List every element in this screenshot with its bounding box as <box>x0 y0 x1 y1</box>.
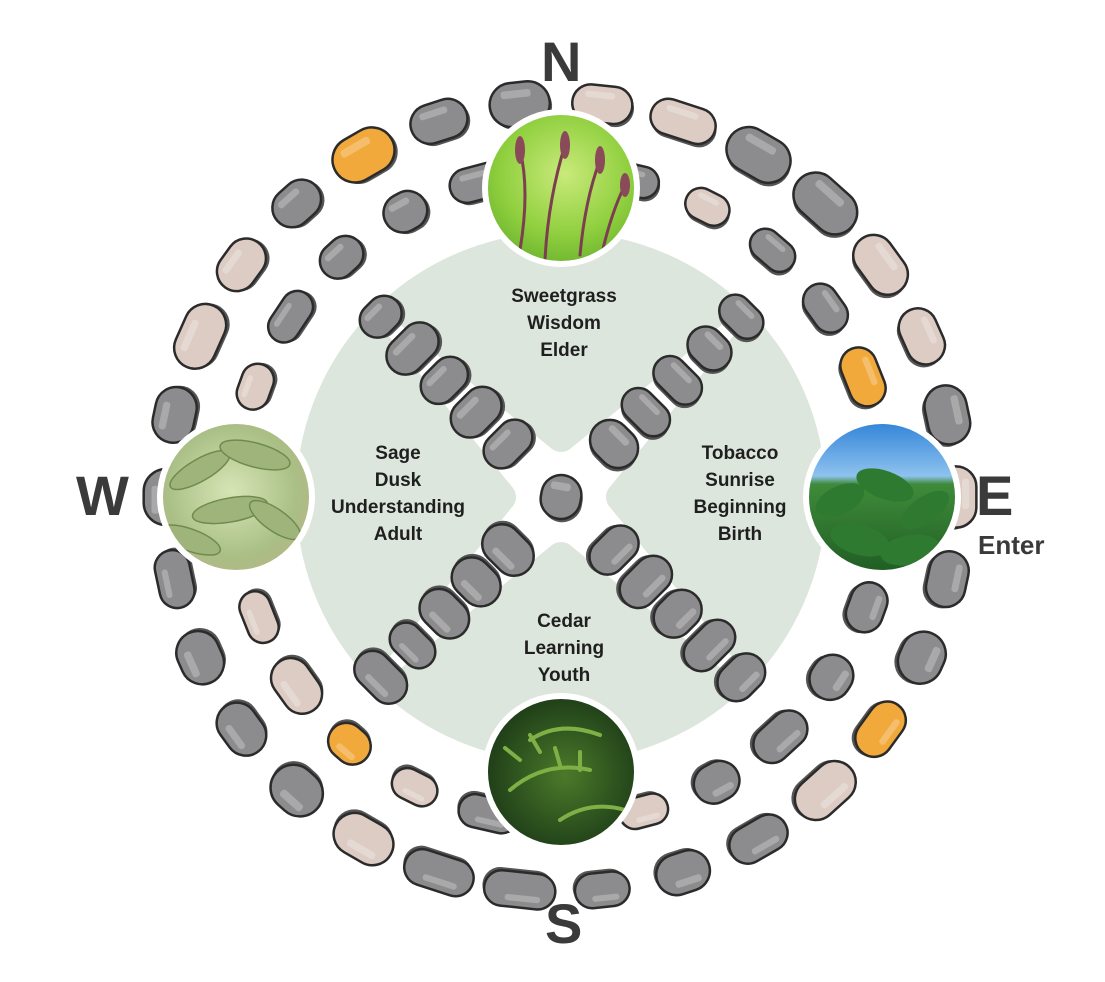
ring-stone <box>215 237 270 293</box>
cedar-photo-icon <box>482 693 640 851</box>
north-quadrant-line: Elder <box>540 340 588 361</box>
ring-stone <box>748 227 797 276</box>
path-stone <box>620 386 672 440</box>
south-quadrant-line: Youth <box>537 665 591 686</box>
ring-stone <box>792 171 859 238</box>
ring-stone <box>653 847 712 897</box>
ring-stone <box>318 234 367 280</box>
path-stone <box>650 588 703 639</box>
ring-stone <box>482 867 557 911</box>
ring-stone <box>151 385 201 444</box>
ring-stone <box>921 384 972 447</box>
path-stone <box>680 618 737 673</box>
ring-stone <box>409 97 471 147</box>
path-stone <box>358 294 406 339</box>
ring-stone <box>896 307 947 368</box>
south-quadrant-line: Learning <box>523 638 605 659</box>
path-stone <box>418 585 471 640</box>
ring-stone <box>153 547 198 610</box>
tobacco-photo-icon <box>803 418 961 576</box>
path-stone <box>480 520 535 578</box>
ring-stone <box>805 653 855 702</box>
ring-stone <box>851 233 910 299</box>
north-label: N <box>541 30 582 93</box>
east-label: E <box>976 464 1014 527</box>
path-stone <box>652 354 704 409</box>
east-quadrant-line: Sunrise <box>705 470 775 491</box>
north-quadrant-text: Sweetgrass Wisdom Elder <box>464 283 664 364</box>
path-stone <box>588 418 640 472</box>
ring-stone <box>326 719 372 766</box>
ring-stone <box>725 125 792 187</box>
ring-stone <box>390 764 439 808</box>
west-quadrant-line: Understanding <box>330 497 466 518</box>
ring-stone <box>238 588 281 645</box>
ring-stone <box>215 699 268 757</box>
ring-stone <box>235 362 278 411</box>
ring-stone <box>749 709 809 765</box>
direction-photos <box>157 109 961 851</box>
west-quadrant-line: Sage <box>375 443 421 464</box>
ring-stone <box>271 178 325 229</box>
west-quadrant-line: Adult <box>373 524 423 545</box>
east-quadrant-line: Beginning <box>693 497 787 518</box>
ring-stone <box>572 868 631 910</box>
path-stone <box>482 418 536 470</box>
path-stone <box>450 553 502 608</box>
north-quadrant-line: Sweetgrass <box>511 286 617 307</box>
west-quadrant-text: Sage Dusk Understanding Adult <box>298 440 498 548</box>
ring-stone <box>331 126 398 185</box>
east-enter-note: Enter <box>978 530 1045 560</box>
west-quadrant-line: Dusk <box>374 470 422 491</box>
path-stone <box>419 355 472 406</box>
south-label: S <box>545 892 583 955</box>
path-stone <box>718 293 765 343</box>
ring-stone <box>332 809 395 867</box>
center-stone <box>539 473 583 523</box>
ring-stone <box>726 812 789 865</box>
ring-stone <box>838 346 887 410</box>
ring-stone <box>382 189 431 235</box>
ring-stone <box>172 302 230 370</box>
path-stone <box>713 652 767 703</box>
path-stone <box>616 554 674 610</box>
path-stone <box>686 325 733 375</box>
path-stone <box>385 321 443 376</box>
path-stone <box>449 385 506 439</box>
path-stone <box>388 619 437 670</box>
ring-stone <box>649 97 717 148</box>
east-quadrant-line: Tobacco <box>701 443 779 464</box>
ring-stone <box>684 186 731 230</box>
ring-stone <box>791 759 857 822</box>
north-quadrant-line: Wisdom <box>527 313 601 334</box>
ring-stone <box>801 282 850 336</box>
ring-stone <box>922 549 971 609</box>
ring-stone <box>269 761 325 818</box>
ring-stone <box>403 845 475 898</box>
east-quadrant-line: Birth <box>717 524 763 545</box>
ring-stone <box>690 759 741 805</box>
ring-stone <box>851 700 908 759</box>
sage-photo-icon <box>157 418 315 576</box>
west-label: W <box>76 464 129 527</box>
sweetgrass-photo-icon <box>482 109 640 267</box>
ring-stone <box>842 581 889 634</box>
south-quadrant-line: Cedar <box>537 611 591 632</box>
ring-stone <box>269 654 324 715</box>
south-quadrant-text: Cedar Learning Youth <box>464 608 664 689</box>
path-stone <box>585 524 640 576</box>
ring-stone <box>175 627 226 686</box>
ring-stone <box>266 289 317 344</box>
path-stone <box>353 647 409 705</box>
ring-stone <box>894 630 948 685</box>
east-quadrant-text: Tobacco Sunrise Beginning Birth <box>640 440 840 548</box>
